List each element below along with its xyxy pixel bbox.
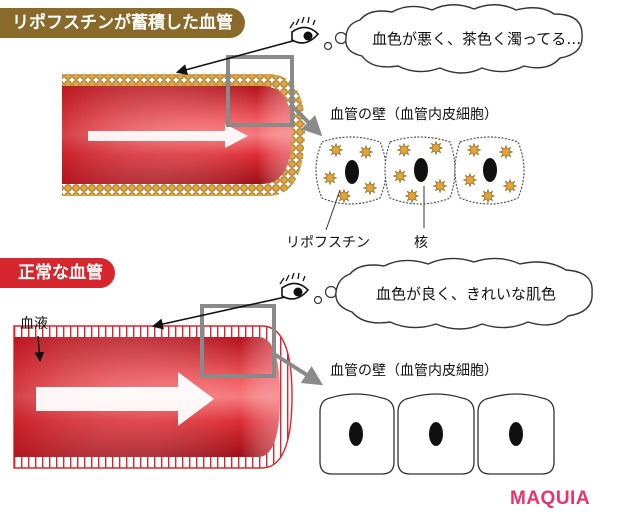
- nucleus: [414, 158, 428, 182]
- lipofuscin-spot: [462, 172, 478, 188]
- lipofuscin-spot: [502, 178, 518, 194]
- top-wall-label: 血管の壁（血管内皮細胞）: [330, 107, 498, 123]
- lipofuscin-label: リポフスチン: [286, 235, 370, 251]
- brand-logo: MAQUIA: [510, 488, 591, 509]
- nucleus: [483, 158, 497, 182]
- top-vessel: [62, 74, 305, 196]
- bottom-thought-bubble: [313, 257, 593, 330]
- bottom-vessel: [13, 325, 293, 469]
- bottom-wall-label: 血管の壁（血管内皮細胞）: [330, 363, 498, 379]
- top-thought-text: 血色が悪く、茶色く濁ってる…: [372, 30, 582, 48]
- top-magnifier-box: [226, 55, 294, 127]
- bottom-magnifier-box: [200, 304, 276, 378]
- bottom-sight-line: [151, 295, 291, 330]
- lipofuscin-spots: [322, 140, 518, 204]
- bottom-title-badge: 正常な血管: [0, 258, 115, 288]
- lipofuscin-spot: [498, 144, 514, 160]
- lipofuscin-spot: [362, 180, 378, 196]
- lipofuscin-spot: [428, 140, 444, 156]
- lipofuscin-spot: [328, 142, 344, 158]
- nucleus-label: 核: [414, 235, 428, 251]
- top-title-badge: リポフスチンが蓄積した血管: [0, 8, 245, 38]
- top-thought-bubble: [323, 4, 583, 74]
- normal-cells: [319, 393, 555, 475]
- nucleus: [345, 160, 359, 184]
- top-sight-line: [175, 38, 301, 76]
- bottom-thought-text: 血色が良く、きれいな肌色: [376, 285, 557, 303]
- top-eye-icon: [289, 16, 320, 44]
- lipofuscin-spot: [358, 144, 374, 160]
- lipofuscin-spot: [392, 168, 408, 184]
- lipofuscin-spot: [480, 188, 496, 204]
- lipofuscin-spot: [322, 170, 338, 186]
- nucleus: [429, 422, 443, 446]
- nucleus: [509, 422, 523, 446]
- lipofuscin-spot: [404, 188, 420, 204]
- lipofuscin-spot: [466, 142, 482, 158]
- lipofuscin-spot: [432, 178, 448, 194]
- nucleus: [349, 422, 363, 446]
- bottom-eye-icon: [279, 272, 310, 300]
- blood-label: 血液: [20, 316, 48, 332]
- lipofuscin-spot: [396, 142, 412, 158]
